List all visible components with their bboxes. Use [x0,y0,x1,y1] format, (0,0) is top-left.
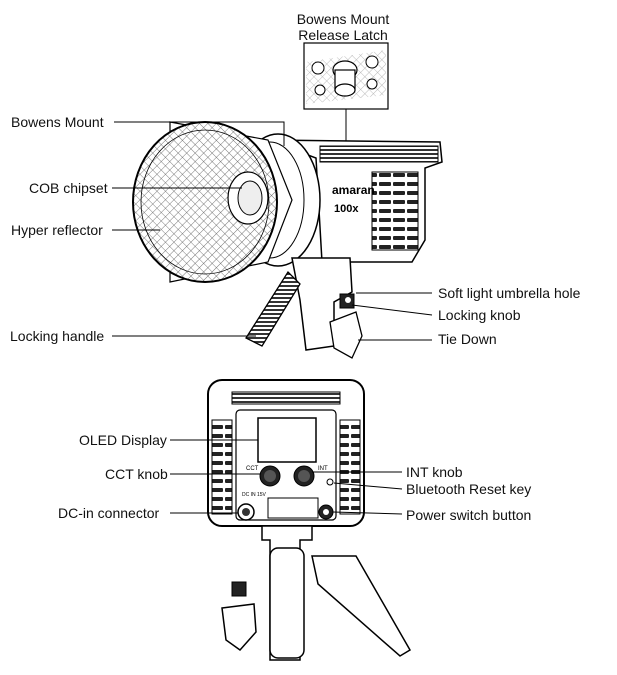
label-hyper-reflector: Hyper reflector [11,222,103,238]
label-latch-line1: Bowens Mount [296,11,390,27]
side-view-light: amaran 100x [132,42,443,359]
label-power-switch-button: Power switch button [406,507,532,523]
label-oled-display: OLED Display [79,432,167,448]
latch-inset [303,42,389,110]
back-view-light: CCT INT DC IN 15V [207,379,412,661]
dc-marking: DC IN 15V [242,492,267,498]
label-cob-chipset: COB chipset [29,180,108,196]
cct-marking: CCT [246,466,259,472]
brand-marking: amaran [332,183,375,197]
label-bowens-mount: Bowens Mount [11,114,104,130]
label-bluetooth-reset-key: Bluetooth Reset key [406,481,532,497]
model-marking: 100x [334,203,359,215]
label-int-knob: INT knob [406,464,463,480]
label-soft-light-umbrella-hole: Soft light umbrella hole [438,285,581,301]
oled-display [257,417,317,463]
leader-lines-bottom [170,439,403,515]
label-dc-in-connector: DC-in connector [58,505,160,521]
label-bowens-mount-release-latch: Bowens Mount Release Latch [280,11,406,43]
bluetooth-reset-key[interactable] [326,478,334,486]
int-marking: INT [318,466,328,472]
label-locking-knob: Locking knob [438,307,521,323]
leader-lines-top [112,121,433,341]
label-cct-knob: CCT knob [105,466,168,482]
label-latch-line2: Release Latch [298,27,388,43]
label-locking-handle: Locking handle [10,328,105,344]
label-tie-down: Tie Down [438,331,497,347]
